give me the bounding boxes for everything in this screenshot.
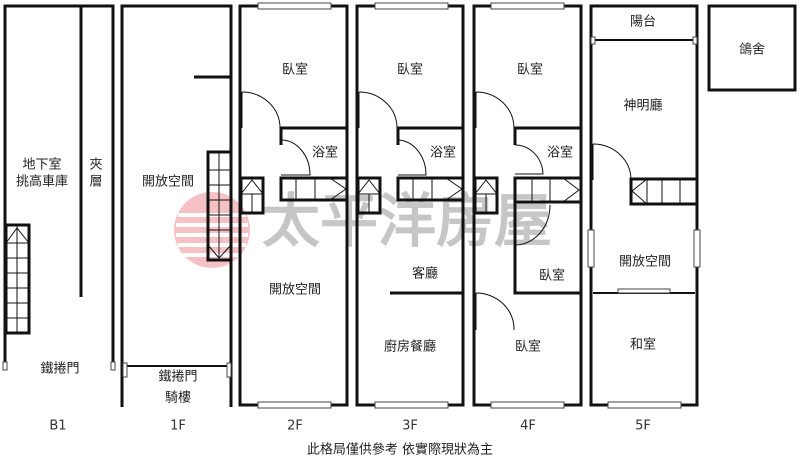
room-label: 鴿舍 <box>739 43 765 58</box>
staircase <box>206 150 233 262</box>
floor-label: 1F <box>170 419 186 434</box>
pigeon-loft: 鴿舍 <box>707 4 797 92</box>
floor-label: 4F <box>520 419 536 434</box>
footer-note: 此格局僅供參考 依實際現狀為主 <box>307 442 493 458</box>
room-label: 陽台 <box>630 15 656 30</box>
room-label: 地下室 <box>22 157 61 173</box>
room-label: 鐵捲門 <box>158 369 197 385</box>
room-label: 開放空間 <box>269 283 321 298</box>
room-label: 騎樓 <box>165 391 191 406</box>
room-label: 臥室 <box>515 339 541 355</box>
floor-3f: 客廳 臥室 浴室 廚房餐廳 3F <box>355 2 465 434</box>
room-label: 臥室 <box>517 62 543 78</box>
room-label: 浴室 <box>312 145 338 161</box>
room-label: 開放空間 <box>619 255 671 270</box>
room-label: 鐵捲門 <box>40 361 79 377</box>
room-label: 神明廳 <box>623 98 662 114</box>
floor-label: 3F <box>402 419 418 434</box>
room-label: 臥室 <box>397 62 423 78</box>
room-label: 客廳 <box>412 266 438 282</box>
floor-4f: 臥室 浴室 臥室 臥室 4F <box>472 2 583 434</box>
floor-label: B1 <box>49 419 66 434</box>
floor-label: 2F <box>287 419 303 434</box>
watermark-text: 太平洋房屋 <box>262 187 552 255</box>
room-label: 夾 <box>89 158 102 173</box>
room-label: 浴室 <box>430 145 456 161</box>
room-label: 臥室 <box>282 62 308 78</box>
room-label: 浴室 <box>547 145 573 161</box>
room-label: 挑高車庫 <box>16 174 68 190</box>
room-label: 和室 <box>630 337 656 353</box>
room-label: 臥室 <box>539 268 565 284</box>
room-label: 層 <box>89 175 102 190</box>
room-label: 開放空間 <box>142 175 194 190</box>
floor-2f: 臥室 浴室 開放空間 2F <box>238 2 349 434</box>
floor-label: 5F <box>635 419 651 434</box>
floor-1f: 開放空間 鐵捲門 騎樓 1F <box>120 4 233 434</box>
floor-5f: 陽台 神明廳 開放空間 和室 5F <box>587 4 701 434</box>
room-label: 廚房餐廳 <box>384 339 436 355</box>
staircase <box>4 223 31 335</box>
floor-b1: 地下室 挑高車庫 夾 層 鐵捲門 B1 <box>2 4 116 434</box>
